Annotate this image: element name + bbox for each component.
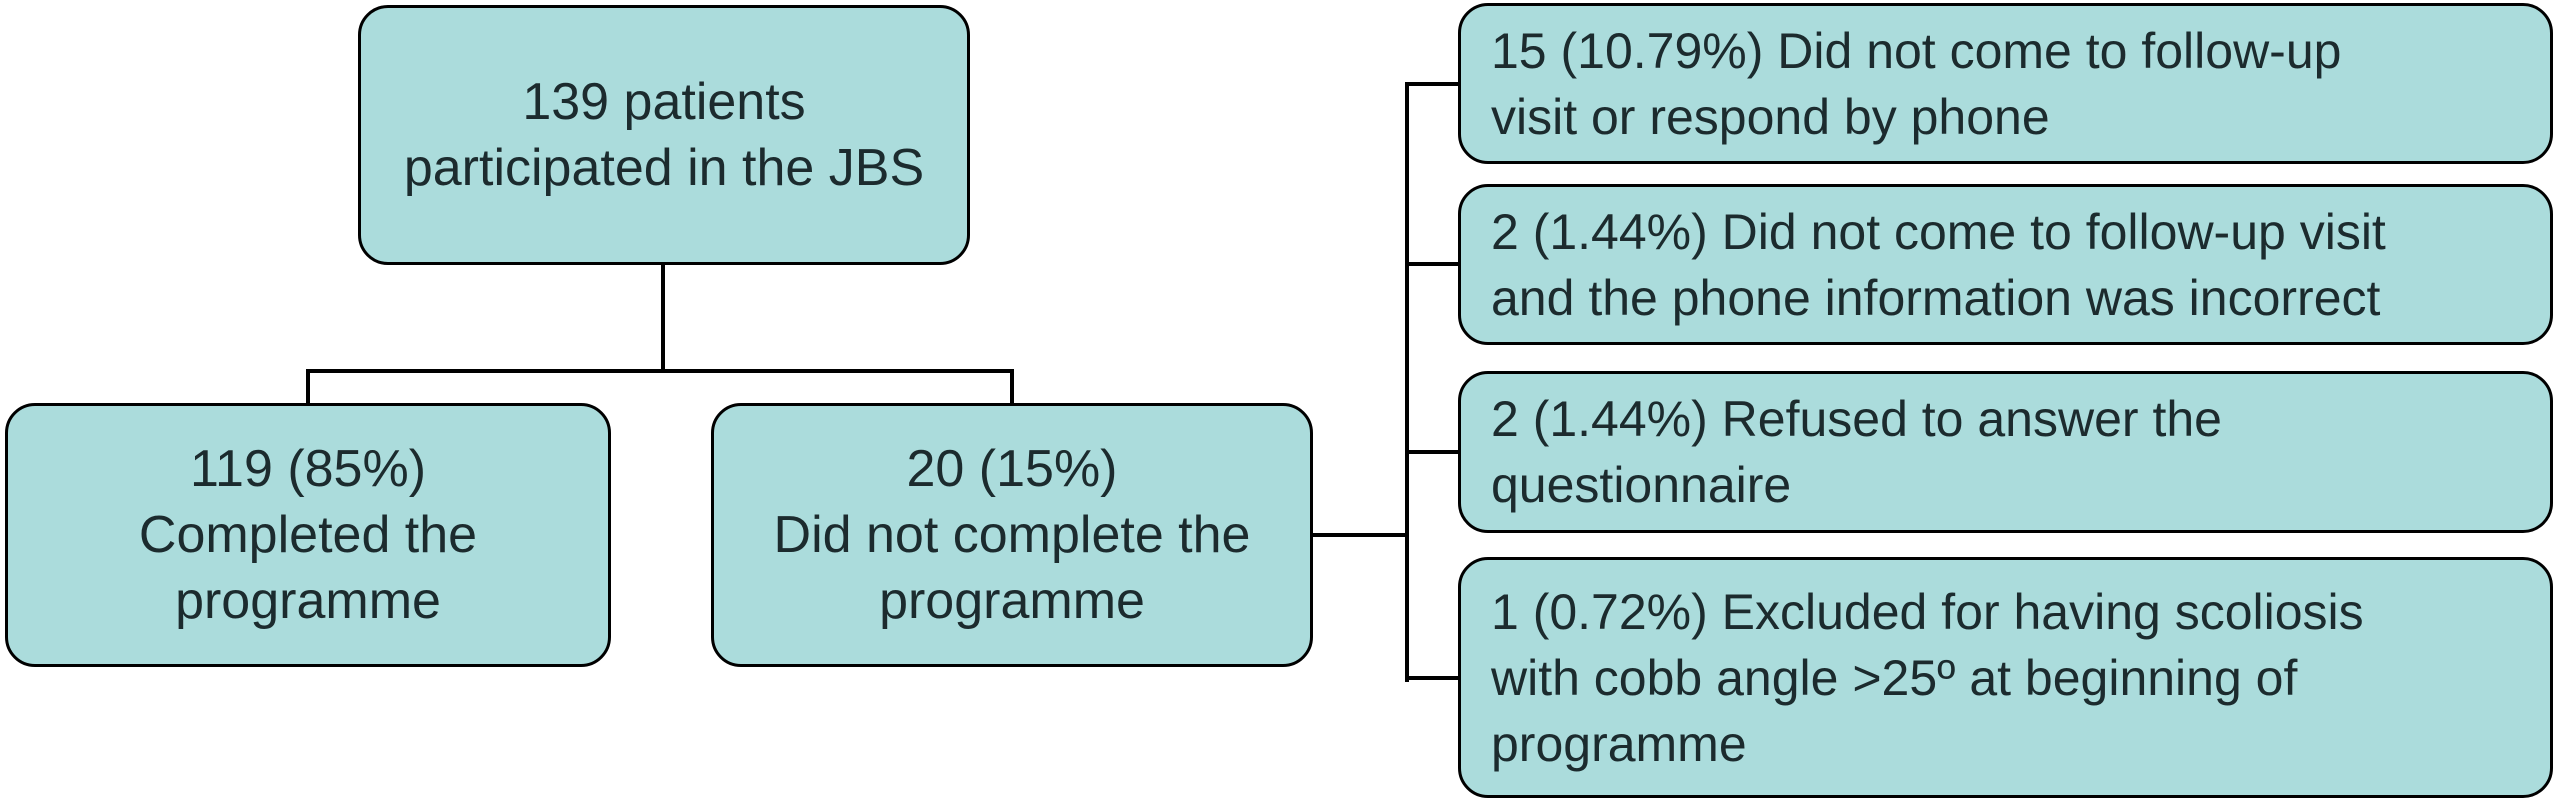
node-reason-no-followup-or-phone: 15 (10.79%) Did not come to follow-up vi… [1458,3,2553,164]
reason-line: 2 (1.44%) Refused to answer the [1491,391,2222,447]
connector-root-riser [661,263,665,372]
node-not-completed-line-2: Did not complete the [773,506,1251,564]
reason-line: questionnaire [1491,457,1792,513]
node-completed-line-3: programme [175,572,441,630]
node-completed: 119 (85%) Completed the programme [5,403,611,667]
reason-line: visit or respond by phone [1491,88,2050,145]
connector-stub-reason-2 [1405,262,1460,266]
node-root-line-1: 139 patients [522,73,806,131]
connector-horizontal-branch [306,369,1014,373]
connector-drop-completed [306,369,310,406]
connector-stub-reason-4 [1405,676,1460,680]
node-root-line-2: participated in the JBS [403,139,925,197]
reason-line: with cobb angle >25º at beginning of [1491,649,2298,706]
reason-line: 1 (0.72%) Excluded for having scoliosis [1491,583,2364,640]
connector-drop-not-completed [1010,369,1014,406]
node-not-completed: 20 (15%) Did not complete the programme [711,403,1313,667]
connector-reasons-trunk [1405,82,1409,682]
node-root: 139 patients participated in the JBS [358,5,970,265]
node-reason-refused-questionnaire: 2 (1.44%) Refused to answer the question… [1458,371,2553,533]
reason-line: 15 (10.79%) Did not come to follow-up [1491,22,2342,79]
node-not-completed-line-3: programme [879,572,1145,630]
connector-stub-reason-1 [1405,82,1460,86]
reason-line: and the phone information was incorrect [1491,269,2381,326]
connector-stub-reason-3 [1405,450,1460,454]
node-completed-line-1: 119 (85%) [189,440,427,498]
node-reason-excluded-scoliosis: 1 (0.72%) Excluded for having scoliosis … [1458,557,2553,798]
connector-not-completed-to-trunk [1311,533,1409,537]
reason-line: 2 (1.44%) Did not come to follow-up visi… [1491,203,2386,260]
reason-line: programme [1491,715,1747,772]
node-completed-line-2: Completed the [138,506,478,564]
node-reason-incorrect-phone: 2 (1.44%) Did not come to follow-up visi… [1458,184,2553,345]
node-not-completed-line-1: 20 (15%) [906,440,1118,498]
